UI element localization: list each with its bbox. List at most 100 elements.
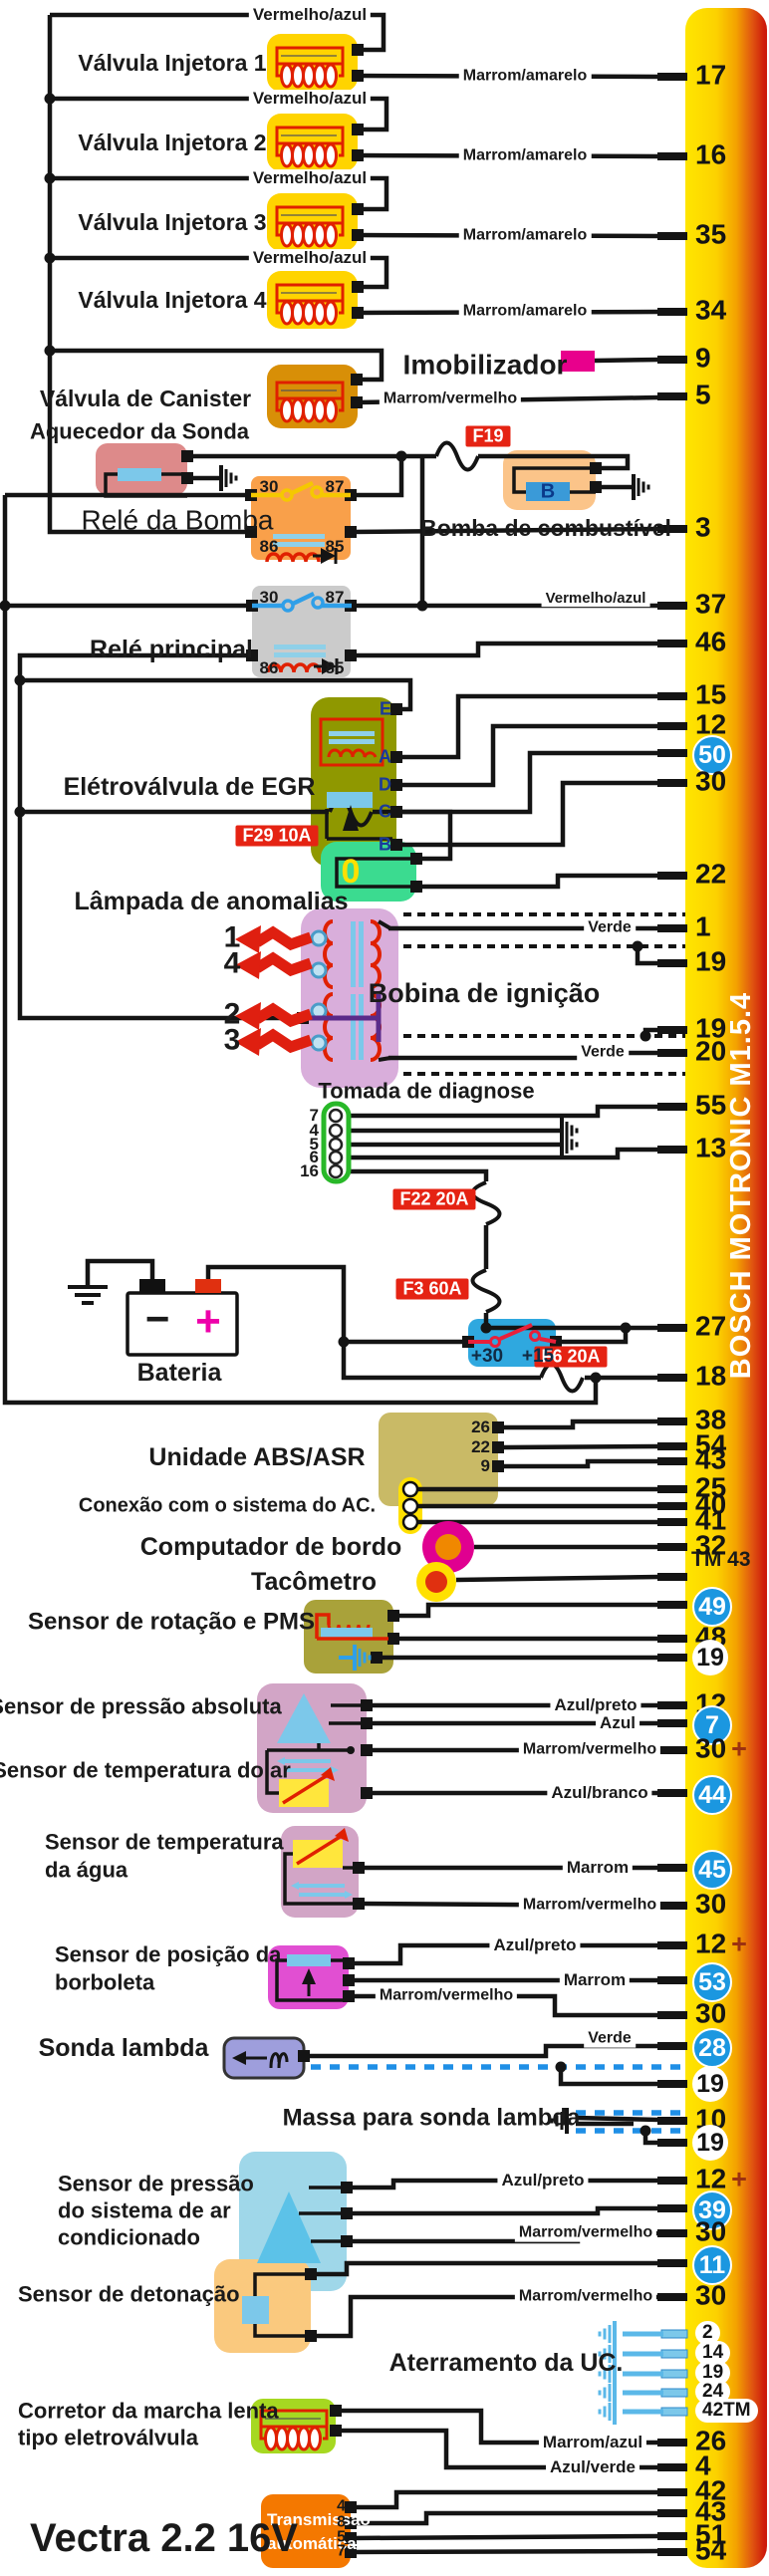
ecu-pin-43: 43	[695, 1443, 727, 1475]
diagram-label: 7	[337, 2542, 346, 2560]
ecu-pin-12: 12+	[695, 1928, 747, 1959]
diagram-label: 4	[309, 1121, 319, 1141]
diagram-label: Vermelho/azul	[248, 90, 372, 108]
diagram-label: 2	[223, 997, 241, 1031]
wire	[47, 15, 251, 535]
diagram-label: Marrom/vermelho	[375, 1987, 518, 2005]
diagram-label: 1	[223, 920, 241, 954]
ecu-pin-12: 12	[695, 708, 727, 740]
wire	[50, 12, 386, 53]
ecu-pin-15: 15	[695, 678, 727, 710]
diagram-label: Marrom/amarelo	[458, 147, 592, 165]
diagram-label: Azul/branco	[547, 1784, 652, 1802]
diagram-label: Marrom/amarelo	[458, 227, 592, 245]
diagram-label: D	[379, 774, 391, 795]
diagram-label: Tomada de diagnose	[318, 1078, 535, 1104]
diagram-label: F6 20A	[534, 1346, 608, 1368]
ecu-pin-25: 25	[695, 1471, 727, 1503]
diagram-label: Azul/verde	[546, 2458, 640, 2476]
wire	[351, 2489, 659, 2510]
diagram-label: 87	[325, 477, 345, 497]
diagram-label: Computador de bordo	[139, 1532, 402, 1561]
diagram-label: +	[195, 1296, 221, 1346]
wire	[349, 1147, 659, 1160]
ecu-pin-19: 19	[692, 2125, 728, 2161]
ecu-pin-54: 54	[695, 2534, 727, 2566]
diagram-label: E	[379, 698, 391, 719]
diagram-label: F22 20A	[392, 1188, 476, 1210]
diagram-label: do sistema de ar	[58, 2197, 231, 2223]
wire	[2, 495, 599, 1406]
ecu-pin-42: 42	[695, 2474, 727, 2506]
diagram-label: −	[144, 1294, 170, 1342]
wire	[349, 1168, 489, 1181]
wire	[349, 1104, 659, 1119]
ecu-pin-19: 19	[692, 1640, 728, 1675]
diagram-label: Massa para sonda lambda	[282, 2104, 581, 2132]
diagram-label: 0	[341, 853, 361, 892]
wire	[351, 641, 659, 658]
ecu-pin-53: 53	[692, 1962, 732, 2002]
diagram-label: Azul/preto	[489, 1936, 581, 1954]
wire	[351, 2510, 659, 2526]
diagram-label: 86	[259, 658, 279, 678]
ecu-pin-19: 19	[695, 1012, 727, 1044]
ecu-pin-13: 13	[695, 1132, 727, 1163]
ecu-pin-26: 26	[695, 2425, 727, 2456]
diagram-label: Vermelho/azul	[248, 249, 372, 267]
diagram-label: Vermelho/azul	[248, 169, 372, 187]
immobilizer-box	[561, 351, 595, 372]
diagram-label: Transmissão	[267, 2510, 371, 2530]
diagram-label: condicionado	[58, 2224, 200, 2250]
wire	[396, 780, 659, 848]
diagram-label: Marrom/vermelho	[379, 390, 522, 408]
plus-mark: +	[731, 1929, 747, 1959]
wire	[498, 1458, 659, 1469]
diagram-label: Azul	[596, 1714, 640, 1732]
ecu-pin-5: 5	[695, 379, 711, 410]
diagram-label: Válvula de Canister	[39, 385, 252, 411]
ecu-pin-9: 9	[695, 342, 711, 374]
diagram-label: Marrom/amarelo	[458, 303, 592, 321]
ecu-pin-18: 18	[695, 1360, 727, 1392]
diagram-label: 3	[223, 1023, 241, 1057]
wire	[558, 2067, 659, 2087]
diagram-label: automática	[267, 2534, 357, 2554]
wire	[347, 2205, 659, 2216]
diagram-label: Sensor de rotação e PMS	[27, 1608, 316, 1636]
diagram-label: Bobina de ignição	[368, 977, 601, 1008]
ecu-pin-3: 3	[695, 511, 711, 543]
diagram-label: Marrom/vermelho	[514, 2224, 657, 2242]
diagram-label: Sensor de posição da	[55, 1941, 282, 1967]
wire	[50, 175, 389, 212]
diagram-label: 26	[471, 1417, 490, 1437]
wire	[351, 456, 404, 498]
diagram-label: Marrom/amarelo	[458, 68, 592, 86]
wire	[478, 453, 631, 471]
diagram-label: 7	[309, 1106, 319, 1126]
battery-neg-terminal	[139, 1279, 165, 1293]
ecu-pin-4: 4	[695, 2449, 711, 2481]
ecu-pin-30: 30	[695, 1997, 727, 2029]
ecu-pin-54: 54	[695, 1428, 727, 1460]
diagram-label: B	[379, 834, 391, 855]
diagram-label: 4	[223, 946, 241, 980]
diagram-label: Unidade ABS/ASR	[148, 1442, 366, 1471]
diagram-label: 5	[337, 2528, 346, 2546]
ecu-pin-40: 40	[695, 1488, 727, 1520]
wire	[304, 2043, 659, 2059]
ecu-pin-50: 50	[692, 735, 732, 775]
ecu-pin-16: 16	[695, 138, 727, 170]
diagram-label: Relé da Bomba	[81, 504, 274, 536]
plus-mark: +	[731, 1733, 747, 1764]
ecu-pin-22: 22	[695, 858, 727, 890]
ecu-pin-43: 43	[695, 2495, 727, 2527]
wire	[311, 2260, 659, 2277]
wire	[50, 348, 384, 383]
diagram-label: Vermelho/azul	[541, 591, 650, 607]
diagram-label: borboleta	[55, 1969, 155, 1995]
diagram-label: Válvula Injetora 4	[78, 286, 267, 313]
ecu-pin-30: 30	[695, 1888, 727, 1920]
